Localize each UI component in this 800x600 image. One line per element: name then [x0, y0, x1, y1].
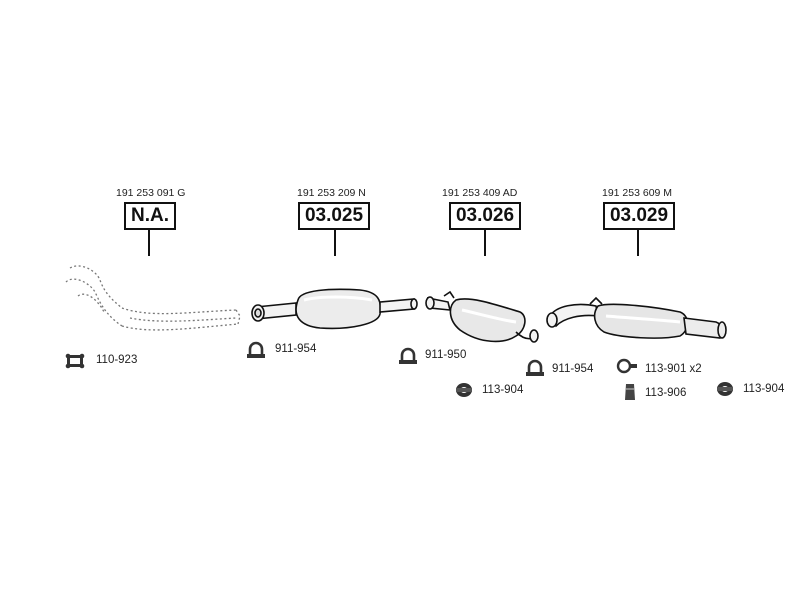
- hanger-ring-icon[interactable]: [616, 357, 638, 375]
- oe-number-middle-silencer: 191 253 209 N: [297, 187, 366, 199]
- gasket-icon[interactable]: [64, 352, 86, 370]
- accessory-code-gasket: 110-923: [96, 354, 138, 366]
- leader-line-center-silencer: [484, 230, 486, 256]
- accessory-code-clamp: 911-954: [552, 363, 594, 375]
- bump-stop-icon[interactable]: [622, 382, 638, 402]
- rear-silencer-drawing: [546, 296, 727, 339]
- rubber-mount-icon[interactable]: [454, 381, 474, 399]
- accessory-code-clamp: 911-950: [425, 349, 467, 361]
- leader-line-rear-silencer: [637, 230, 639, 256]
- accessory-code-rubber-mount: 113-904: [482, 384, 524, 396]
- part-number-box-rear-silencer[interactable]: 03.029: [603, 202, 675, 230]
- part-number-box-front-pipe[interactable]: N.A.: [124, 202, 176, 230]
- clamp-icon[interactable]: [246, 340, 266, 360]
- rubber-mount-icon[interactable]: [715, 380, 735, 398]
- accessory-code-hanger-ring: 113-901 x2: [645, 363, 702, 375]
- part-number-box-center-silencer[interactable]: 03.026: [449, 202, 521, 230]
- part-number-box-middle-silencer[interactable]: 03.025: [298, 202, 370, 230]
- leader-line-front-pipe: [148, 230, 150, 256]
- accessory-code-clamp: 911-954: [275, 343, 317, 355]
- front-pipe-drawing: [65, 265, 241, 331]
- middle-silencer-drawing: [251, 288, 418, 330]
- accessory-code-rubber-mount: 113-904: [743, 383, 785, 395]
- accessory-code-bump-stop: 113-906: [645, 387, 687, 399]
- leader-line-middle-silencer: [334, 230, 336, 256]
- oe-number-front-pipe: 191 253 091 G: [116, 187, 186, 199]
- clamp-icon[interactable]: [525, 358, 545, 378]
- center-silencer-drawing: [425, 290, 539, 343]
- clamp-icon[interactable]: [398, 346, 418, 366]
- oe-number-center-silencer: 191 253 409 AD: [442, 187, 518, 199]
- oe-number-rear-silencer: 191 253 609 M: [602, 187, 673, 199]
